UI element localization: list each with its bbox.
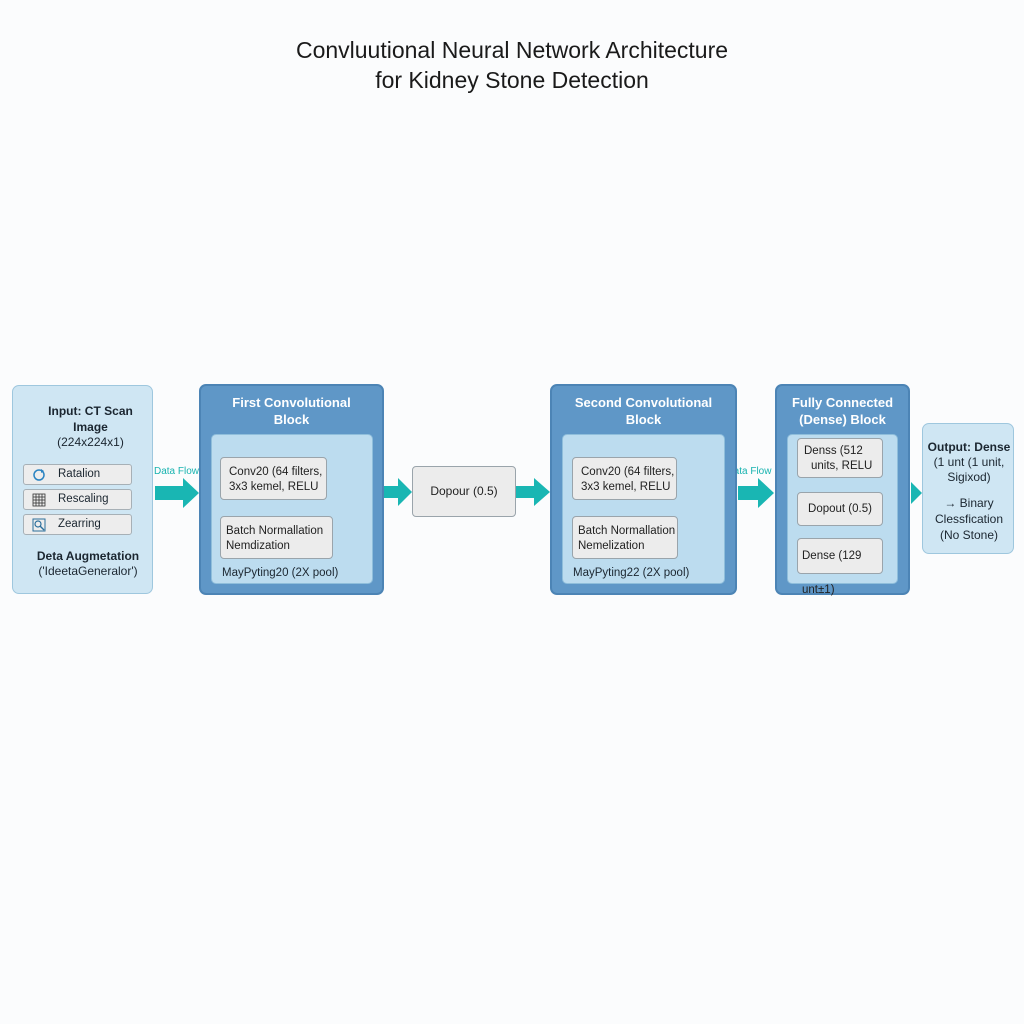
output-panel: Output: Dense (1 unt (1 unit, Sigixod) →… <box>922 423 1014 554</box>
output-line6: (No Stone) <box>939 528 999 542</box>
dense-block-title: Fully Connected (Dense) Block <box>777 394 908 428</box>
augmentation-label: Rescaling <box>58 493 109 505</box>
diagram-title-line2: for Kidney Stone Detection <box>375 67 649 93</box>
diagram-title-line1: Convluutional Neural Network Architectur… <box>295 37 729 63</box>
second-conv-title-line2: Block <box>625 412 662 427</box>
flow-label-second: Tdata Flow <box>722 466 772 477</box>
second-conv-title-line1: Second Convolutional <box>574 395 713 410</box>
output-line2: (1 unt (1 unit, <box>933 455 1005 469</box>
dense1-line2: units, RELU <box>811 460 873 472</box>
second-conv-block-title: Second Convolutional Block <box>552 394 735 428</box>
block2-batchnorm-layer: Batch Normallation Nemelization <box>572 516 678 559</box>
input-panel: Input: CT Scan Image (224x224x1) Ratalio… <box>12 385 153 594</box>
first-conv-block-title: First Convolutional Block <box>201 394 382 428</box>
zoom-icon <box>32 518 46 532</box>
input-title-line1: Input: CT Scan <box>48 404 133 418</box>
block1-conv-line2: 3x3 kemel, RELU <box>229 481 319 493</box>
output-line4: → Binary <box>944 496 994 510</box>
output-line1: Output: Dense <box>927 440 1011 454</box>
augmentation-zooming: Zearring <box>23 514 132 535</box>
block2-maxpool-layer: MayPyting22 (2X pool) <box>573 567 690 579</box>
dense-title-line1: Fully Connected <box>791 395 894 410</box>
flow-arrow-dense-to-output <box>911 482 922 504</box>
block1-batchnorm-layer: Batch Normallation Nemdization <box>220 516 333 559</box>
dense1-line1: Denss (512 <box>804 445 863 457</box>
block1-bn-line2: Nemdization <box>226 540 290 552</box>
rotation-icon <box>33 469 45 481</box>
augmentation-subtitle: ('IdeetaGeneralor') <box>38 564 138 578</box>
block2-bn-line2: Nemelization <box>578 540 645 552</box>
flow-arrow-dropout-to-block2 <box>516 478 550 506</box>
dense-title-line2: (Dense) Block <box>799 412 886 427</box>
dense-output-layer: Dense (129 unt±1) <box>797 538 883 596</box>
flow-label-first: Data Flow <box>154 466 200 477</box>
dense-dropout-layer: Dopout (0.5) <box>797 492 883 526</box>
first-conv-block: First Convolutional Block <box>199 384 384 595</box>
first-conv-title-line1: First Convolutional <box>232 395 351 410</box>
block2-conv-line1: Conv20 (64 filters, <box>581 466 675 478</box>
dropout-layer: Dopour (0.5) <box>412 466 516 517</box>
augmentation-rescaling: Rescaling <box>23 489 132 510</box>
block2-conv-line2: 3x3 kemel, RELU <box>581 481 671 493</box>
block2-conv-layer: Conv20 (64 filters, 3x3 kemel, RELU <box>572 457 677 500</box>
output-line5: Clessfication <box>934 512 1004 526</box>
block2-bn-line1: Batch Normallation <box>578 525 676 537</box>
first-conv-title-line2: Block <box>273 412 310 427</box>
block1-conv-line1: Conv20 (64 filters, <box>229 466 323 478</box>
input-title-line2: Image <box>73 420 108 434</box>
flow-arrow-input-to-block1 <box>155 478 199 508</box>
augmentation-label: Ratalion <box>58 468 101 480</box>
augmentation-title: Deta Augmetation <box>36 549 140 563</box>
augmentation-rotation: Ratalion <box>23 464 132 485</box>
block1-conv-layer: Conv20 (64 filters, 3x3 kemel, RELU <box>220 457 327 500</box>
block1-bn-line1: Batch Normallation <box>226 525 324 537</box>
block1-maxpool-layer: MayPyting20 (2X pool) <box>222 567 339 579</box>
output-line3: Sigixod) <box>947 470 991 484</box>
grid-icon <box>32 493 46 507</box>
augmentation-label: Zearring <box>58 518 101 530</box>
dense-512-layer: Denss (512 units, RELU <box>797 438 883 478</box>
flow-arrow-block1-to-dropout <box>384 478 412 506</box>
input-dimensions: (224x224x1) <box>57 435 124 449</box>
flow-arrow-block2-to-dense <box>738 478 774 508</box>
